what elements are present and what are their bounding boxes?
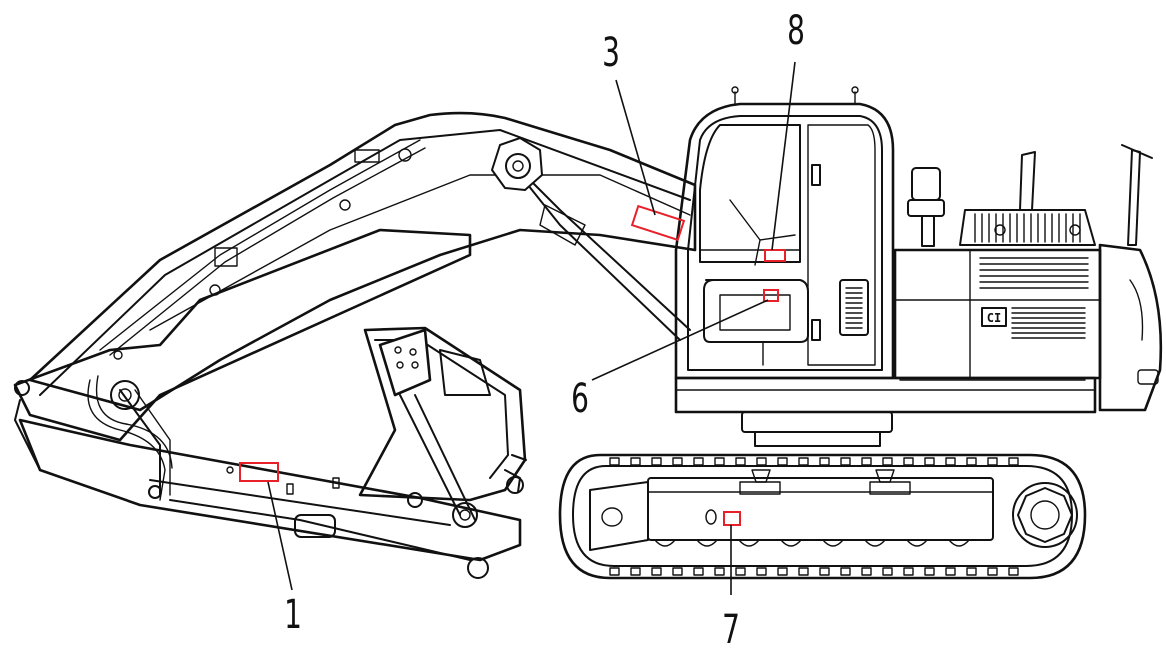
track-roller (696, 539, 718, 547)
track-shoe (609, 457, 620, 466)
track-shoe (798, 457, 809, 466)
callout-labels: 1 3 6 7 8 (284, 8, 805, 650)
track-shoe (756, 567, 767, 576)
track-shoe (987, 567, 998, 576)
track-shoe (672, 567, 683, 576)
callout-7: 7 (722, 607, 740, 650)
leader-lines (267, 61, 796, 595)
track-shoe (861, 567, 872, 576)
callout-8: 8 (787, 8, 805, 54)
track-shoe (945, 567, 956, 576)
track-shoe (840, 567, 851, 576)
track-roller (864, 539, 886, 547)
track-shoe (861, 457, 872, 466)
label-markers (239, 204, 786, 526)
track-shoe (609, 567, 620, 576)
track-shoe (714, 567, 725, 576)
track-shoe (966, 567, 977, 576)
track-shoe (735, 457, 746, 466)
bucket (358, 326, 527, 579)
track-shoe (735, 567, 746, 576)
marker-8 (764, 249, 786, 262)
marker-7 (723, 511, 741, 526)
track-shoe (693, 457, 704, 466)
marker-1 (239, 462, 279, 482)
track-roller (948, 539, 970, 547)
track-shoe (840, 457, 851, 466)
track-shoe (945, 457, 956, 466)
track-shoe (819, 567, 830, 576)
track-shoe (672, 457, 683, 466)
marker-3 (630, 204, 686, 242)
track-shoe (756, 457, 767, 466)
track-shoe (966, 457, 977, 466)
track-shoe (882, 567, 893, 576)
arm (13, 228, 522, 562)
upper-structure: CI (674, 144, 1163, 414)
track-shoe (714, 457, 725, 466)
callout-1: 1 (284, 592, 302, 638)
marker-6 (763, 289, 779, 302)
track-roller (906, 539, 928, 547)
nameplate-text: CI (987, 311, 1001, 325)
track-shoe (924, 567, 935, 576)
track-roller (822, 539, 844, 547)
track-shoe (882, 457, 893, 466)
track-shoe (903, 457, 914, 466)
track-shoe (819, 457, 830, 466)
track-roller (780, 539, 802, 547)
undercarriage (558, 411, 1087, 580)
callout-3: 3 (602, 30, 620, 76)
boom (28, 111, 697, 412)
track-shoe (903, 567, 914, 576)
operator-cab (674, 86, 895, 380)
track-shoe (798, 567, 809, 576)
track-shoe (1008, 457, 1019, 466)
track-shoe (1008, 567, 1019, 576)
track-shoe (777, 567, 788, 576)
track-roller (738, 539, 760, 547)
track-shoe (693, 567, 704, 576)
track-shoe (924, 457, 935, 466)
track-shoe (651, 457, 662, 466)
track-shoe (777, 457, 788, 466)
track-shoe (987, 457, 998, 466)
track-roller (654, 539, 676, 547)
track-shoe (630, 457, 641, 466)
track-shoe (651, 567, 662, 576)
callout-6: 6 (571, 376, 589, 422)
track-shoe (630, 567, 641, 576)
